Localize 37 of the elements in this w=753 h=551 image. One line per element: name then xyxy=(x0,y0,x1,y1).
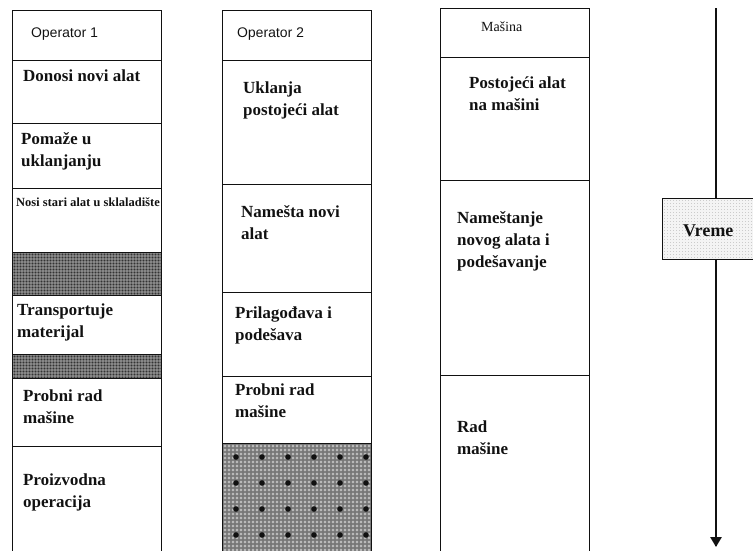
time-label: Vreme xyxy=(683,219,734,241)
activity-label: Probni rad mašine xyxy=(235,379,316,423)
activity-cell xyxy=(12,123,162,189)
activity-label: Rad mašine xyxy=(457,416,509,460)
activity-cell xyxy=(222,376,372,444)
shaded-block xyxy=(12,354,162,379)
activity-cell xyxy=(222,60,372,185)
column-header-cell xyxy=(440,8,590,58)
activity-cell xyxy=(440,375,590,551)
activity-label: Nosi stari alat u sklaladište xyxy=(16,194,161,211)
activity-label: Proizvodna operacija xyxy=(23,469,107,513)
activity-cell xyxy=(12,446,162,551)
activity-cell xyxy=(12,295,162,355)
time-label-box xyxy=(662,198,753,260)
column-header: Operator 1 xyxy=(31,23,99,42)
activity-cell xyxy=(440,57,590,181)
activity-cell xyxy=(12,188,162,253)
shaded-block xyxy=(12,252,162,296)
shaded-block xyxy=(222,443,372,551)
activity-cell xyxy=(440,180,590,376)
activity-cell xyxy=(12,60,162,124)
activity-label: Transportuje materijal xyxy=(17,299,114,343)
column-header: Mašina xyxy=(481,19,524,37)
column-header: Operator 2 xyxy=(237,23,305,42)
activity-label: Postojeći alat na mašini xyxy=(469,72,567,116)
activity-label: Prilagođava i podešava xyxy=(235,302,333,346)
activity-label: Probni rad mašine xyxy=(23,385,104,429)
activity-label: Pomaže u uklanjanju xyxy=(21,128,102,172)
column-header-cell xyxy=(222,10,372,61)
activity-cell xyxy=(222,184,372,293)
column-header-cell xyxy=(12,10,162,61)
activity-cell xyxy=(12,378,162,447)
activity-label: Donosi novi alat xyxy=(23,65,142,87)
activity-cell xyxy=(222,292,372,377)
activity-label: Uklanja postojeći alat xyxy=(243,77,340,121)
activity-label: Nameštanje novog alata i podešavanje xyxy=(457,207,551,273)
activity-label: Namešta novi alat xyxy=(241,201,341,245)
